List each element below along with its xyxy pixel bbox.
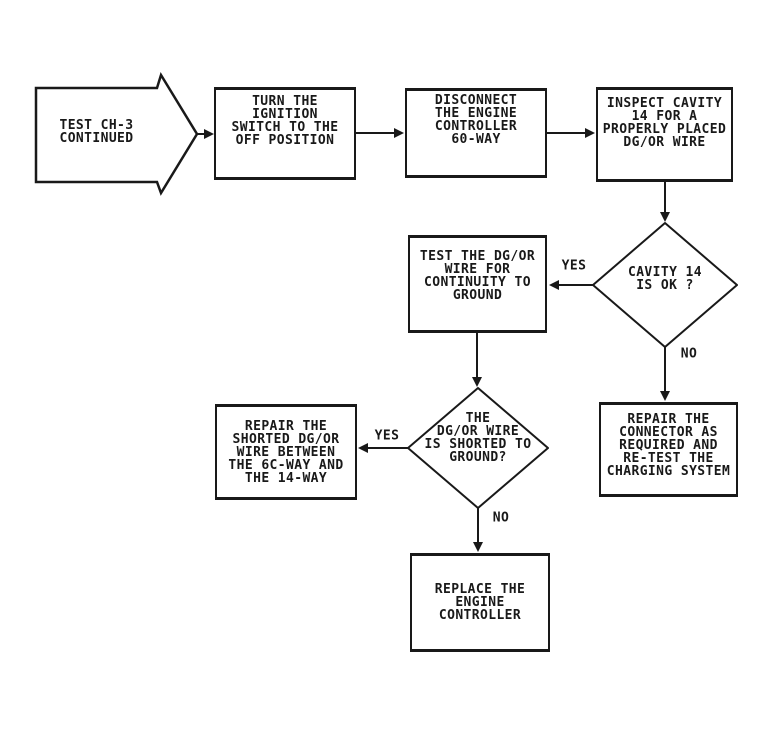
arrowhead-yes-to-repair-wire	[358, 443, 368, 453]
node-start-label: TEST CH-3 CONTINUED	[59, 118, 134, 146]
node-turn-ignition-label: TURN THE IGNITION SWITCH TO THE OFF POSI…	[231, 93, 339, 148]
edge-label-wire-shorted-yes: YES	[374, 428, 400, 444]
node-turn-ignition: TURN THE IGNITION SWITCH TO THE OFF POSI…	[214, 87, 356, 180]
arrowhead-no-to-repair-connector	[660, 391, 670, 401]
arrowhead-test-wire-to-decision	[472, 377, 482, 387]
node-repair-connector-label: REPAIR THE CONNECTOR AS REQUIRED AND RE-…	[606, 412, 731, 479]
decision-cavity-ok-label: CAVITY 14 IS OK ?	[627, 265, 703, 293]
node-repair-shorted-wire: REPAIR THE SHORTED DG/OR WIRE BETWEEN TH…	[215, 404, 357, 500]
node-test-wire-label: TEST THE DG/OR WIRE FOR CONTINUITY TO GR…	[419, 249, 536, 303]
start-arrow-shape	[34, 71, 199, 196]
arrowhead-inspect-to-decision	[660, 212, 670, 222]
edge-label-cavity-ok-no: NO	[680, 346, 698, 362]
node-replace-controller: REPLACE THE ENGINE CONTROLLER	[410, 553, 550, 652]
edge-label-cavity-ok-yes: YES	[561, 258, 587, 274]
node-disconnect-controller: DISCONNECT THE ENGINE CONTROLLER 60-WAY	[405, 88, 547, 178]
node-inspect-cavity: INSPECT CAVITY 14 FOR A PROPERLY PLACED …	[596, 87, 733, 182]
node-disconnect-controller-label: DISCONNECT THE ENGINE CONTROLLER 60-WAY	[434, 93, 518, 147]
node-start-arrow: TEST CH-3 CONTINUED	[36, 88, 157, 182]
node-test-wire: TEST THE DG/OR WIRE FOR CONTINUITY TO GR…	[408, 235, 547, 333]
decision-cavity-ok: CAVITY 14 IS OK ?	[593, 240, 737, 330]
edge-label-wire-shorted-no: NO	[492, 510, 510, 526]
arrowhead-disconnect-to-inspect	[585, 128, 595, 138]
node-replace-controller-label: REPLACE THE ENGINE CONTROLLER	[434, 582, 526, 623]
arrowhead-start-to-ignition	[204, 129, 214, 139]
decision-wire-shorted-label: THE DG/OR WIRE IS SHORTED TO GROUND?	[424, 411, 532, 465]
arrowhead-yes-to-test-wire	[549, 280, 559, 290]
arrowhead-no-to-replace-controller	[473, 542, 483, 552]
arrowhead-ignition-to-disconnect	[394, 128, 404, 138]
decision-wire-shorted: THE DG/OR WIRE IS SHORTED TO GROUND?	[408, 398, 548, 498]
node-repair-connector: REPAIR THE CONNECTOR AS REQUIRED AND RE-…	[599, 402, 738, 497]
node-inspect-cavity-label: INSPECT CAVITY 14 FOR A PROPERLY PLACED …	[602, 95, 727, 150]
node-repair-shorted-wire-label: REPAIR THE SHORTED DG/OR WIRE BETWEEN TH…	[228, 418, 344, 486]
